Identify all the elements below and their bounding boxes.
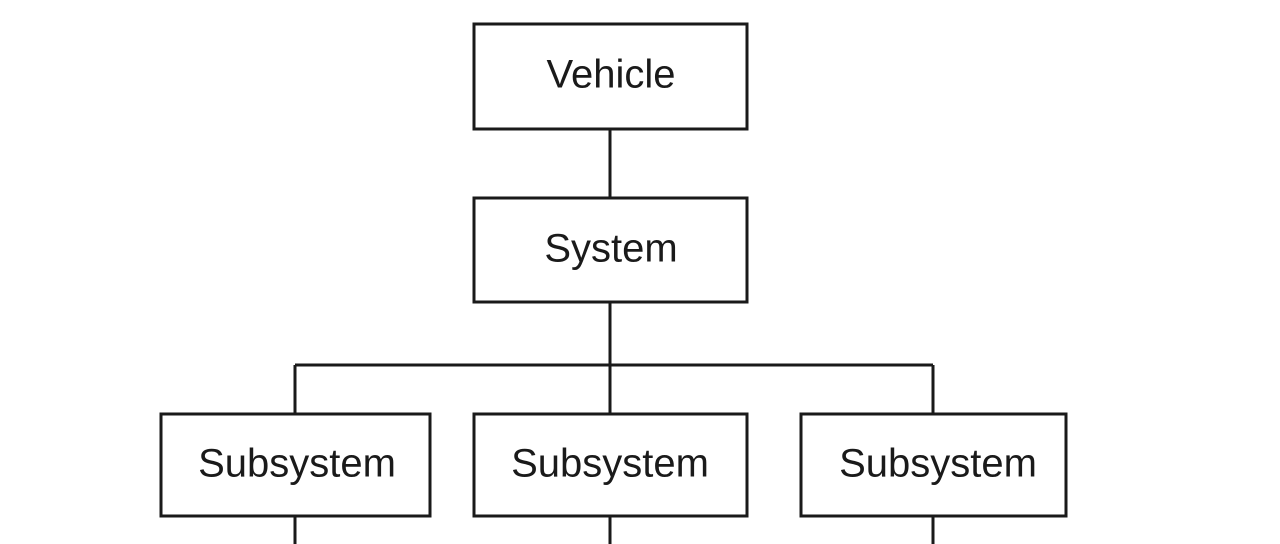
subsystem-label: Subsystem xyxy=(839,442,1037,486)
vehicle-node: Vehicle xyxy=(472,22,749,131)
subsystem-label: Subsystem xyxy=(511,442,709,486)
subsystem-node: Subsystem xyxy=(472,412,749,518)
subsystem-box xyxy=(799,412,1068,518)
subsystem-node: Subsystem xyxy=(799,412,1068,518)
system-box xyxy=(472,196,749,304)
subsystem-box xyxy=(159,412,432,518)
subsystem-label: Subsystem xyxy=(198,442,396,486)
subsystem-node: Subsystem xyxy=(159,412,432,518)
system-label: System xyxy=(544,227,677,271)
vehicle-box xyxy=(472,22,749,131)
system-node: System xyxy=(472,196,749,304)
connectors xyxy=(293,129,935,544)
subsystem-box xyxy=(472,412,749,518)
vehicle-label: Vehicle xyxy=(547,53,676,97)
